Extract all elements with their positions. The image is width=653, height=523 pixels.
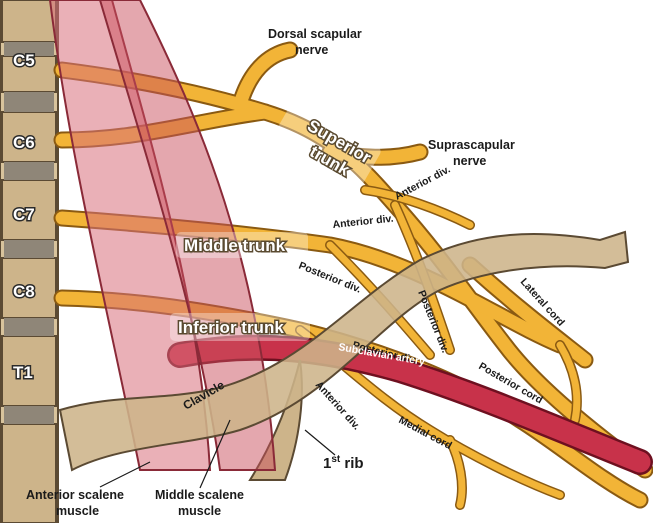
middle-trunk-text: Middle trunk (184, 236, 286, 255)
suprascapular-label-line1: Suprascapular (428, 138, 515, 152)
anterior-scalene-label-line2: muscle (56, 504, 99, 518)
vertebra-label-c5: C5 (13, 51, 35, 70)
vertebra-label-t1: T1 (13, 363, 33, 382)
medial-cord-label: Medial cord (397, 414, 454, 452)
first-rib-label: 1st rib (323, 454, 364, 472)
dorsal-scapular-label-line1: Dorsal scapular (268, 27, 362, 41)
middle-scalene-label-line1: Middle scalene (155, 488, 244, 502)
dorsal-scapular-label-line2: nerve (295, 43, 328, 57)
division-label-anterior-3: Anterior div. (313, 379, 363, 432)
inferior-trunk-label: Inferior trunk (170, 313, 310, 341)
division-label-anterior-1: Anterior div. (393, 163, 453, 202)
vertebra-label-c7: C7 (13, 205, 35, 224)
anterior-scalene-label-line1: Anterior scalene (26, 488, 124, 502)
inferior-trunk-text: Inferior trunk (178, 318, 284, 337)
vertebra-label-c6: C6 (13, 133, 35, 152)
division-label-anterior-2: Anterior div. (332, 213, 394, 231)
vertebral-column (0, 0, 58, 523)
middle-scalene-label-line2: muscle (178, 504, 221, 518)
vertebra-label-c8: C8 (13, 282, 35, 301)
suprascapular-label-line2: nerve (453, 154, 486, 168)
middle-trunk-label: Middle trunk (176, 232, 308, 258)
